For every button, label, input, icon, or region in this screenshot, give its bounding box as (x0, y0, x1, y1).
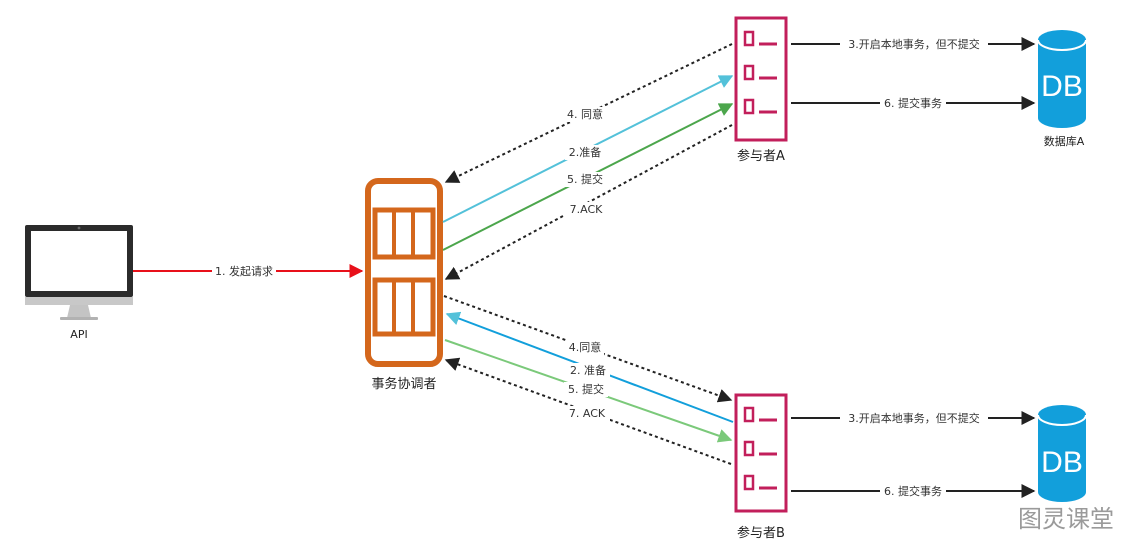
label-a-commit-tx: 6. 提交事务 (884, 96, 942, 110)
database-a-text: DB (1041, 70, 1083, 103)
label-b-local: 3.开启本地事务，但不提交 (848, 411, 980, 425)
participant-b-label: 参与者B (737, 525, 785, 541)
database-b-icon: DB (1037, 405, 1087, 502)
coordinator-icon (365, 178, 443, 367)
edge-labels: 1. 发起请求 4. 同意 2.准备 5. 提交 7.ACK 4.同意 2. 准… (212, 37, 988, 499)
database-a-icon: DB (1037, 30, 1087, 128)
label-b-commit: 5. 提交 (568, 382, 604, 396)
label-a-agree: 4. 同意 (567, 107, 603, 121)
label-b-agree: 4.同意 (569, 340, 602, 354)
label-request: 1. 发起请求 (215, 264, 273, 278)
label-a-ack: 7.ACK (570, 203, 604, 216)
participant-a-label: 参与者A (737, 148, 785, 164)
watermark: 图灵课堂 (1018, 505, 1114, 533)
label-b-prepare: 2. 准备 (570, 363, 606, 377)
label-b-ack: 7. ACK (569, 407, 606, 420)
label-a-commit: 5. 提交 (567, 172, 603, 186)
coordinator-label: 事务协调者 (371, 376, 436, 392)
api-monitor-icon (25, 225, 133, 320)
database-b-text: DB (1041, 446, 1083, 479)
api-label: API (70, 328, 87, 341)
participant-a-icon (734, 16, 788, 142)
database-a-label: 数据库A (1044, 134, 1085, 148)
participant-b-icon (734, 393, 788, 513)
label-b-commit-tx: 6. 提交事务 (884, 484, 942, 498)
label-a-local: 3.开启本地事务，但不提交 (848, 37, 980, 51)
label-a-prepare: 2.准备 (569, 145, 602, 159)
